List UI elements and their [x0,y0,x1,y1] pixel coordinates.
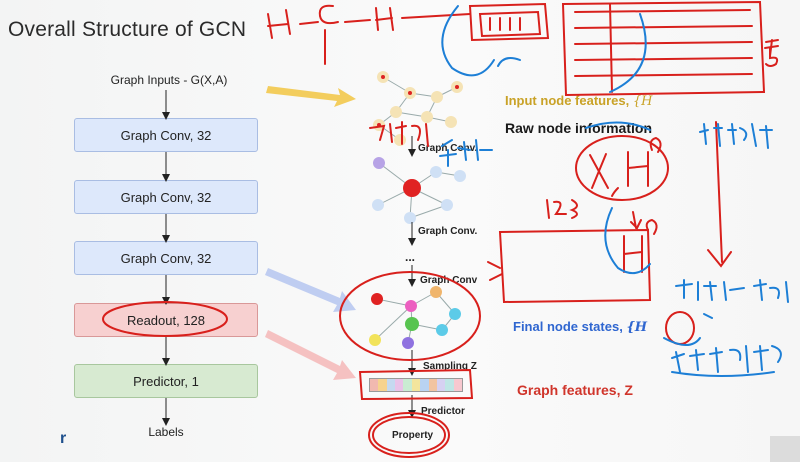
final-node-states-text: Final node states, [513,319,623,334]
ellipsis-dots: ... [405,250,416,264]
gold-arrow [266,86,356,107]
raw-node-info-label: Raw node information [505,120,652,136]
input-node-features-text: Input node features, [505,93,630,108]
h-final-symbol: {H [626,320,648,335]
graph-conv-box-3: Graph Conv, 32 [74,241,258,275]
input-node-features-label: Input node features, {H [505,93,652,109]
step-label-graph-conv-1: Graph Conv. [418,143,478,154]
feature-cell [411,379,421,391]
property-label: Property [392,430,434,441]
slide-title: Overall Structure of GCN [8,18,247,41]
red-ink [102,0,779,458]
final-node-states-label: Final node states, {H [513,319,647,335]
labels-output: Labels [148,425,184,439]
step-label-graph-conv-3: Graph Conv [420,275,478,286]
feature-cell [378,379,387,391]
blue-ink [439,5,789,377]
feature-cell [420,379,429,391]
input-graph-nodes [373,71,463,146]
graph-features-label: Graph features, Z [517,382,633,398]
feature-cell [403,379,412,391]
feature-cell [436,379,446,391]
feature-cell [428,379,437,391]
graph-conv-box-1: Graph Conv, 32 [74,118,258,152]
step-label-sampling: Sampling Z [423,361,477,372]
step-label-predictor: Predictor [421,406,465,417]
readout-label: Readout, 128 [126,312,206,328]
conv-graph-nodes [372,157,466,224]
graph-conv-label-2: Graph Conv, 32 [120,189,212,205]
feature-cell [395,379,404,391]
blue-arrow [265,268,356,312]
predictor-label: Predictor, 1 [133,373,199,389]
feature-cell [370,379,379,391]
feature-cell [445,379,454,391]
final-graph-nodes [369,286,461,349]
video-controls-corner [770,436,800,462]
graph-feature-vector [369,378,463,392]
step-label-graph-conv-2: Graph Conv. [418,226,478,237]
graph-inputs-label: Graph Inputs - G(X,A) [110,73,228,87]
h-input-symbol: {H [632,94,653,109]
footer-mark: r [60,430,67,447]
graph-conv-label-3: Graph Conv, 32 [120,250,212,266]
pink-arrow [265,330,356,380]
feature-cell [453,379,462,391]
graph-conv-label-1: Graph Conv, 32 [120,127,212,143]
feature-cell [386,379,396,391]
